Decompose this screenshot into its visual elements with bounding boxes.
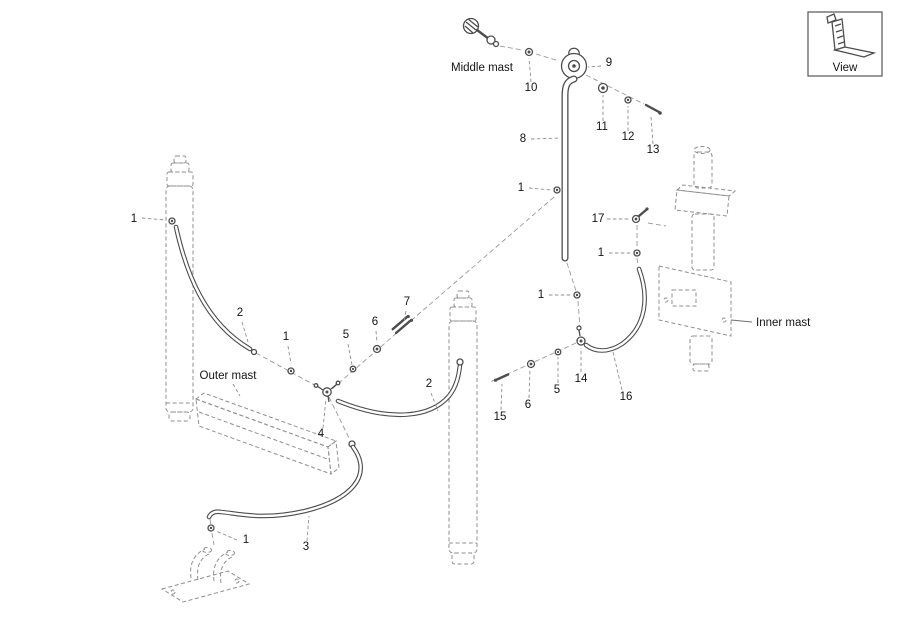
callout-4-tee: 4 [318, 428, 325, 440]
callout-2-right-hose: 2 [426, 378, 432, 390]
callout-1-bottom: 1 [243, 534, 249, 546]
callout-5-left: 5 [343, 329, 349, 341]
elbow-14 [576, 325, 586, 346]
pin-15 [493, 373, 510, 382]
tee-4 [313, 380, 341, 403]
outer-mast-beam [194, 392, 340, 475]
fitting-1-inner-upper [633, 249, 641, 257]
hose-2-right [335, 358, 464, 418]
callout-2-left-hose: 2 [237, 307, 243, 319]
fitting-17 [631, 207, 649, 224]
clamp-1-pipe [553, 186, 561, 194]
callout-14-elbow: 14 [575, 373, 588, 385]
callout-9-pulley: 9 [606, 57, 612, 69]
pipe-8 [561, 75, 578, 262]
fitting-6-right [526, 359, 536, 369]
callout-1-inner-upper: 1 [598, 247, 604, 259]
callout-11-washer: 11 [596, 121, 608, 133]
callout-16-right-hose: 16 [620, 391, 633, 403]
bottom-bracket [160, 547, 251, 603]
callout-1-pipe-clamp: 1 [518, 182, 524, 194]
fitting-5-right [554, 348, 562, 356]
callout-13-bolt: 13 [647, 144, 660, 156]
callout-1-left-cylinder: 1 [131, 213, 137, 225]
hose-16 [583, 266, 647, 353]
callout-17-fitting: 17 [592, 213, 605, 225]
inner-mast [658, 146, 737, 372]
callout-10-connector: 10 [525, 82, 538, 94]
callout-3-lower-hose: 3 [303, 541, 309, 553]
hose-3 [206, 440, 363, 520]
bolt-13 [644, 103, 662, 115]
hose-2-left [173, 224, 258, 356]
callout-12-nut: 12 [622, 131, 635, 143]
center-cylinder [448, 290, 478, 565]
callout-8-pipe: 8 [520, 133, 526, 145]
callout-7-nipple: 7 [404, 296, 410, 308]
middle-mast-fitting [462, 17, 500, 48]
washer-11 [597, 82, 609, 94]
fork-icon [826, 13, 877, 58]
callout-1-left-adapter: 1 [283, 331, 289, 343]
nut-12 [624, 96, 632, 104]
view-box: View [807, 11, 883, 77]
construction-lines [209, 45, 667, 546]
fitting-1-left-cylinder [168, 217, 176, 225]
callout-5-right: 5 [554, 384, 560, 396]
pulley-9 [560, 47, 588, 80]
middle-mast-label: Middle mast [451, 62, 514, 74]
fitting-1-bottom [207, 524, 215, 532]
fitting-6-left [372, 344, 382, 354]
callout-6-left: 6 [372, 316, 378, 328]
view-label: View [833, 62, 858, 74]
nipple-7 [391, 314, 414, 335]
connector-10 [524, 47, 534, 57]
fitting-1-inner-mid [573, 291, 581, 299]
callout-15-pin: 15 [494, 411, 507, 423]
left-cylinder [165, 155, 194, 422]
inner-mast-label: Inner mast [756, 317, 811, 329]
outer-mast-label: Outer mast [200, 370, 258, 382]
fitting-1-left-adapter [287, 367, 295, 375]
callout-6-right: 6 [525, 399, 531, 411]
fitting-5-left [349, 365, 357, 373]
callout-1-inner-mid: 1 [538, 289, 544, 301]
inner-mast-leader [730, 319, 753, 323]
leader-lines [141, 57, 654, 542]
